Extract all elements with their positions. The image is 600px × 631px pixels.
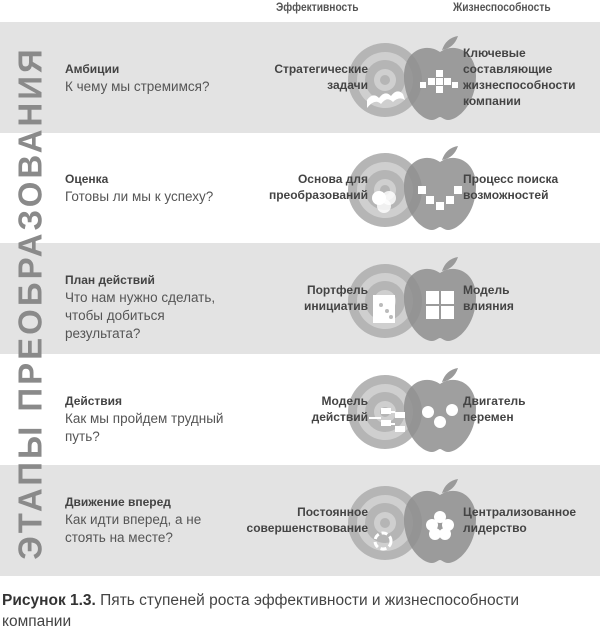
venn-icon xyxy=(372,191,396,213)
stage-question: К чему мы стремимся? xyxy=(65,79,210,94)
stage-title: Амбиции xyxy=(65,62,120,76)
apple-icon xyxy=(404,368,476,452)
vertical-label: ЭТАПЫ ПРЕОБРАЗОВАНИЯ xyxy=(6,46,56,559)
wave-icon xyxy=(367,91,405,108)
cross-blocks-icon xyxy=(420,70,458,93)
stage-row xyxy=(0,243,600,354)
stage-title: План действий xyxy=(65,273,155,287)
target-apple-graphic xyxy=(348,479,476,563)
stage-row xyxy=(0,465,600,576)
target-icon xyxy=(348,486,422,560)
process-blocks-icon xyxy=(418,186,462,210)
stage-row xyxy=(0,22,600,133)
stage-title: Оценка xyxy=(65,172,109,186)
caption-text: Пять ступеней роста эффективности и жизн… xyxy=(2,592,520,630)
vertical-label-text: ЭТАПЫ ПРЕОБРАЗОВАНИЯ xyxy=(12,45,50,560)
target-apple-graphic xyxy=(348,36,476,121)
apple-icon xyxy=(404,479,476,563)
apple-icon xyxy=(404,146,476,231)
apple-icon xyxy=(404,257,476,341)
stage-question: Готовы ли мы к успеху? xyxy=(65,189,214,204)
flower-icon xyxy=(426,511,454,540)
caption-label: Рисунок 1.3. xyxy=(2,592,96,609)
puzzle-icon xyxy=(426,291,454,319)
cycle-icon xyxy=(373,531,393,551)
target-apple-graphic xyxy=(348,146,476,231)
figure-caption: Рисунок 1.3. Пять ступеней роста эффекти… xyxy=(2,590,592,631)
stage-question: Как идти вперед, а не стоять на месте? xyxy=(65,512,202,545)
gears-icon xyxy=(422,404,458,428)
stage-question: Что нам нужно сделать, чтобы добиться ре… xyxy=(65,290,216,341)
target-apple-graphic xyxy=(348,368,476,452)
column-header-viability: Жизнеспособность xyxy=(453,0,551,14)
stage-title: Движение вперед xyxy=(65,495,171,509)
dots-square-icon xyxy=(373,295,395,323)
target-apple-graphic xyxy=(348,257,476,341)
stage-title: Действия xyxy=(65,394,123,408)
stage-question: Как мы пройдем трудный путь? xyxy=(65,411,224,444)
flowchart-icon xyxy=(369,408,405,432)
column-header-effectiveness: Эффективность xyxy=(276,0,359,14)
